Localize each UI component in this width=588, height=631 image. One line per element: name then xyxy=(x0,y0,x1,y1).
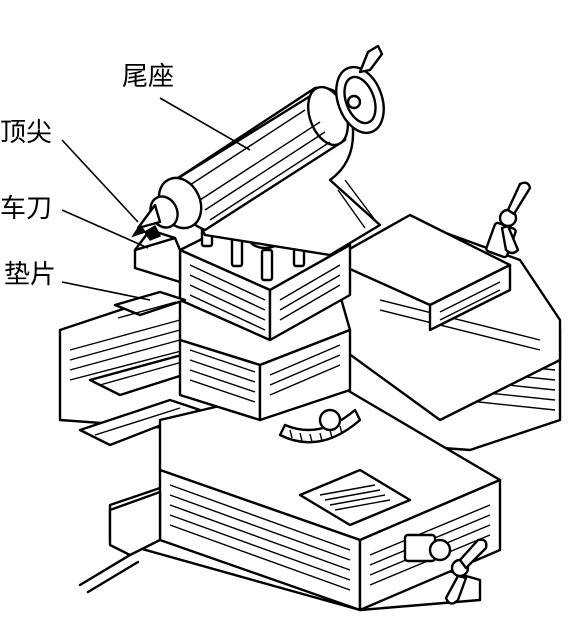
cross-slide-handle xyxy=(403,533,488,605)
leader-lines xyxy=(61,97,251,301)
top-slide xyxy=(328,213,512,332)
top-slide-handle xyxy=(485,181,532,259)
turning-tool xyxy=(133,224,182,284)
shim-label: 垫片 xyxy=(4,260,57,290)
center-label: 顶尖 xyxy=(0,118,53,148)
turning-tool-leader xyxy=(61,209,149,249)
tailstock xyxy=(131,44,385,257)
shim xyxy=(113,290,187,319)
tailstock-label: 尾座 xyxy=(122,62,175,92)
tailstock-leader xyxy=(159,97,251,151)
shim-leader xyxy=(61,281,151,301)
center-leader xyxy=(61,139,139,223)
turning-tool-label: 车刀 xyxy=(0,194,53,224)
